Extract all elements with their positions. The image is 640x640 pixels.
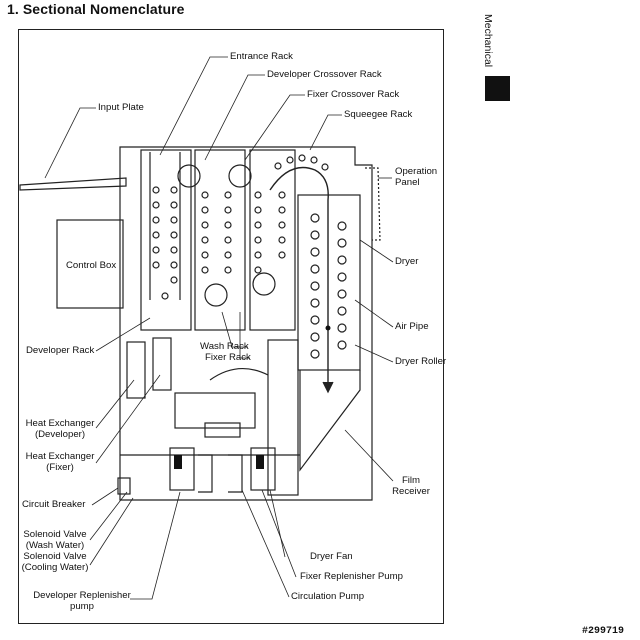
fixer-replenisher-pump (250, 447, 276, 491)
label-developer-crossover-rack: Developer Crossover Rack (267, 69, 382, 80)
diagram-frame (18, 29, 444, 624)
label-operation-panel-1: Operation (395, 166, 438, 177)
label-solenoid-cooling-1: Solenoid Valve (23, 551, 87, 562)
squeegee-rollers (274, 154, 329, 171)
label-dryer-fan: Dryer Fan (310, 551, 353, 562)
label-heat-exchanger-developer-1: Heat Exchanger (25, 418, 95, 429)
operation-panel (365, 167, 381, 241)
label-air-pipe: Air Pipe (395, 321, 429, 332)
machine-body (119, 146, 373, 501)
developer-replenisher-pump (169, 447, 195, 491)
catalog-number: #299719 (582, 626, 625, 637)
label-squeegee-rack: Squeegee Rack (344, 109, 413, 120)
wash-tank (249, 149, 296, 331)
label-solenoid-cooling-2: (Cooling Water) (21, 562, 89, 573)
label-developer-rack: Developer Rack (26, 345, 95, 356)
label-dryer: Dryer (395, 256, 419, 267)
side-tab-marker (485, 76, 510, 101)
label-circulation-pump: Circulation Pump (291, 591, 365, 602)
heat-exchanger-fixer (152, 337, 172, 391)
control-box (56, 219, 124, 309)
label-wash-rack: Wash Rack (200, 341, 249, 352)
label-input-plate: Input Plate (98, 102, 144, 113)
fixer-rack-rollers (201, 191, 232, 274)
label-film-receiver-1: Film (401, 475, 421, 486)
label-developer-replenisher-pump-2: pump (70, 601, 94, 612)
film-receiver (267, 339, 299, 496)
bottom-drum-1 (204, 283, 228, 307)
bottom-drum-2 (252, 272, 276, 296)
label-heat-exchanger-fixer-1: Heat Exchanger (25, 451, 95, 462)
film-path (269, 166, 329, 390)
circuit-breaker (117, 477, 131, 495)
developer-rack-rollers (152, 186, 178, 300)
label-control-box: Control Box (66, 260, 117, 271)
label-fixer-crossover-rack: Fixer Crossover Rack (307, 89, 400, 100)
heat-exchanger-developer (126, 341, 146, 399)
dryer-rollers (310, 213, 347, 359)
label-heat-exchanger-developer-2: (Developer) (34, 429, 86, 440)
label-solenoid-wash-2: (Wash Water) (25, 540, 85, 551)
label-developer-replenisher-pump-1: Developer Replenisher (33, 590, 131, 601)
fixer-tank (194, 149, 246, 331)
developer-crossover-drum (177, 164, 201, 188)
label-solenoid-wash-1: Solenoid Valve (23, 529, 87, 540)
wash-rack-rollers (254, 191, 286, 274)
label-dryer-roller: Dryer Roller (395, 356, 447, 367)
dryer-section (297, 194, 361, 371)
label-fixer-rack: Fixer Rack (205, 352, 251, 363)
label-circuit-breaker: Circuit Breaker (22, 499, 86, 510)
input-plate (19, 177, 127, 191)
label-operation-panel-2: Panel (395, 177, 420, 188)
circulation-tank (209, 367, 269, 381)
fixer-crossover-drum (228, 164, 252, 188)
label-fixer-replenisher-pump: Fixer Replenisher Pump (300, 571, 403, 582)
label-film-receiver-2: Receiver (392, 486, 430, 497)
label-entrance-rack: Entrance Rack (230, 51, 293, 62)
developer-tank (140, 149, 192, 331)
page-title: 1. Sectional Nomenclature (7, 1, 185, 17)
label-heat-exchanger-fixer-2: (Fixer) (46, 462, 74, 473)
